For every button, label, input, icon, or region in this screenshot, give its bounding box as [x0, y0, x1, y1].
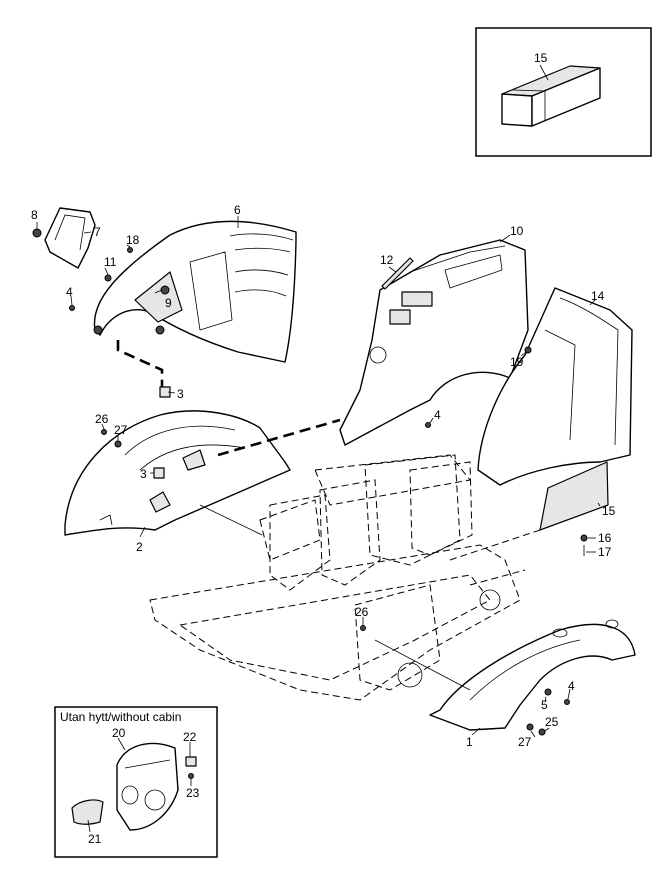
part-3-clip-lower [153, 467, 165, 479]
callout-7: 7 [94, 225, 101, 239]
callout-1: 1 [466, 735, 473, 749]
part-4-bolt-left [69, 305, 75, 311]
part-8-bolt [32, 222, 42, 238]
callout-17: 17 [598, 545, 612, 559]
callout-21: 21 [88, 832, 102, 846]
callout-labels: 1 2 3 3 4 4 4 5 6 7 8 9 10 11 12 14 15 1… [31, 203, 616, 749]
callout-15-inset: 15 [534, 51, 548, 65]
callout-16: 16 [598, 531, 612, 545]
part-6-fender-panel [93, 220, 297, 363]
callout-23: 23 [186, 786, 200, 800]
callout-2: 2 [136, 540, 143, 554]
inset-part-15: 15 [475, 27, 652, 157]
callout-3-lower: 3 [140, 467, 147, 481]
callout-26-right: 26 [355, 605, 369, 619]
part-20-hood [116, 742, 179, 831]
inset-without-cabin: Utan hytt/without cabin 20 21 22 23 [54, 706, 218, 858]
assembly-guide-lines [116, 340, 471, 691]
callout-9: 9 [165, 296, 172, 310]
inset-box-part-15 [475, 27, 652, 157]
callout-leaders [70, 216, 601, 738]
callout-5: 5 [541, 698, 548, 712]
callout-11: 11 [104, 255, 117, 269]
part-4-bolt-right [564, 699, 570, 705]
part-26-bolt-left [101, 429, 107, 435]
part-4-bolt-center [425, 422, 431, 428]
callout-18: 18 [126, 233, 140, 247]
part-15-block [501, 65, 601, 127]
callout-3-upper: 3 [177, 387, 184, 401]
chassis-frame [149, 454, 541, 701]
callout-25: 25 [545, 715, 559, 729]
part-5-washer [544, 688, 552, 696]
inset-box-without-cabin [54, 706, 218, 858]
callout-4-center: 4 [434, 408, 441, 422]
callout-6: 6 [234, 203, 241, 217]
callout-19: 19 [510, 355, 524, 369]
part-11-nut [104, 274, 112, 282]
part-25-nut [538, 728, 546, 736]
callout-10: 10 [510, 224, 524, 238]
callout-4-right: 4 [568, 679, 575, 693]
callout-27-left: 27 [114, 423, 128, 437]
part-14-cabin-fender [477, 287, 633, 486]
part-23-screw [188, 773, 194, 779]
callout-22: 22 [183, 730, 197, 744]
part-27-washer-left [114, 440, 122, 448]
part-2-left-fender [64, 410, 291, 536]
inset-title: Utan hytt/without cabin [60, 710, 181, 724]
callout-26-left: 26 [95, 412, 109, 426]
callout-27-right: 27 [518, 735, 532, 749]
part-7-bracket [44, 207, 96, 269]
part-10-console [339, 239, 529, 446]
callout-8: 8 [31, 208, 38, 222]
part-21-plate [71, 799, 104, 825]
callout-20: 20 [112, 726, 126, 740]
part-12-strip [381, 257, 414, 290]
part-26-bolt-right [360, 625, 366, 631]
callout-12: 12 [380, 253, 394, 267]
part-27-washer-right [526, 723, 534, 731]
part-9-clip [160, 285, 170, 295]
part-1-right-fender [429, 619, 636, 731]
part-19-clip [524, 346, 532, 354]
part-22-clip [185, 756, 197, 767]
part-16-washer [580, 534, 588, 542]
callout-4-left: 4 [66, 285, 73, 299]
callout-14: 14 [591, 289, 605, 303]
part-15-strip [539, 461, 609, 531]
callout-15-lower: 15 [602, 504, 616, 518]
part-18-bolt [127, 247, 133, 253]
